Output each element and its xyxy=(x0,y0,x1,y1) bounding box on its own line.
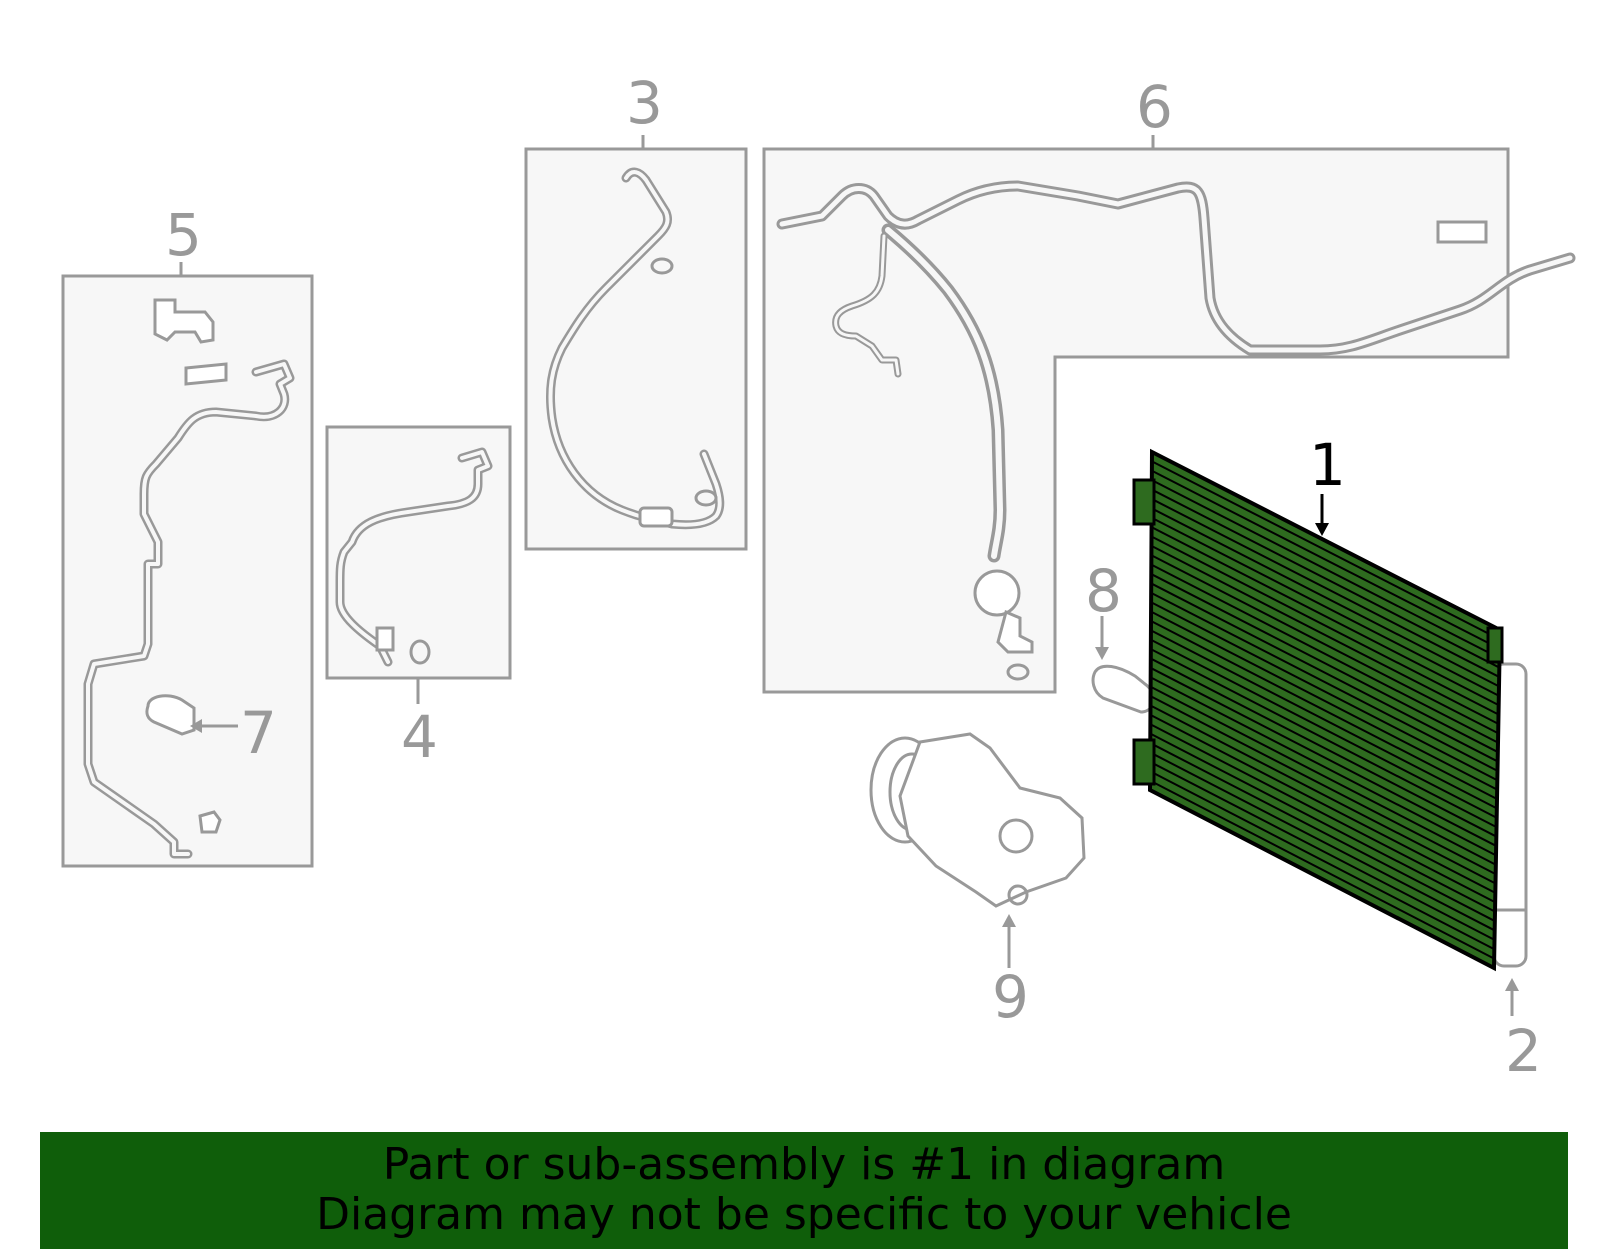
condenser-fin-line xyxy=(1151,507,1500,688)
part-1-condenser[interactable] xyxy=(1132,448,1504,972)
condenser-fin-line xyxy=(1149,760,1495,941)
callout-1: 1 xyxy=(1309,431,1346,499)
condenser-fin-line xyxy=(1151,469,1501,650)
part-9-compressor[interactable] xyxy=(869,732,1086,968)
part-4-hose-assembly[interactable] xyxy=(325,425,512,704)
condenser-fin-line xyxy=(1151,488,1500,669)
condenser-fin-line xyxy=(1151,535,1499,716)
banner-line-2: Diagram may not be specific to your vehi… xyxy=(316,1189,1292,1240)
condenser-fin-line xyxy=(1151,460,1501,641)
condenser-fin-line xyxy=(1150,591,1498,772)
callout-7-arrow xyxy=(190,719,238,733)
callout-7: 7 xyxy=(240,699,277,767)
condenser-fin-line xyxy=(1150,667,1497,847)
callout-3: 3 xyxy=(626,69,663,137)
callout-9: 9 xyxy=(992,963,1029,1031)
callout-5: 5 xyxy=(165,201,202,269)
condenser-fin-line xyxy=(1150,629,1498,810)
condenser-fin-line xyxy=(1149,742,1496,922)
part-6-hose-assembly[interactable] xyxy=(762,135,1576,694)
condenser-fin-line xyxy=(1150,676,1497,857)
callout-4: 4 xyxy=(401,703,438,771)
callout-2: 2 xyxy=(1505,1017,1542,1085)
condenser-fin-line xyxy=(1149,770,1495,951)
condenser-fin-line xyxy=(1151,479,1500,660)
condenser-fin-line xyxy=(1150,610,1498,791)
condenser-fin-line xyxy=(1150,544,1499,725)
callout-6: 6 xyxy=(1136,73,1173,141)
condenser-fin-line xyxy=(1150,648,1497,829)
condenser-fin-line xyxy=(1150,704,1496,885)
condenser-fin-line xyxy=(1151,498,1500,678)
disclaimer-banner: Part or sub-assembly is #1 in diagram Di… xyxy=(40,1132,1568,1249)
condenser-fin-line xyxy=(1150,620,1498,800)
condenser-fin-line xyxy=(1150,695,1497,875)
callout-8: 8 xyxy=(1085,557,1122,625)
condenser-fin-line xyxy=(1151,516,1500,697)
condenser-fin-line xyxy=(1150,582,1499,763)
condenser-fin-line xyxy=(1149,751,1496,932)
condenser-fin-line xyxy=(1150,638,1498,819)
banner-line-1: Part or sub-assembly is #1 in diagram xyxy=(382,1139,1226,1190)
part-8-filter[interactable] xyxy=(1091,616,1156,714)
condenser-fin-line xyxy=(1150,563,1499,744)
condenser-fin-line xyxy=(1150,657,1497,838)
condenser-fin-line xyxy=(1149,714,1496,894)
condenser-fin-line xyxy=(1150,554,1499,735)
condenser-fins xyxy=(1149,460,1501,960)
condenser-fin-line xyxy=(1150,685,1497,866)
condenser-fin-line xyxy=(1149,723,1496,904)
part-3-hose-assembly[interactable] xyxy=(524,135,748,551)
condenser-fin-line xyxy=(1150,601,1498,782)
condenser-fin-line xyxy=(1150,573,1499,753)
condenser-fin-line xyxy=(1149,732,1496,913)
part-5-hose-assembly[interactable] xyxy=(61,262,314,868)
condenser-fin-line xyxy=(1149,779,1495,960)
condenser-fin-line xyxy=(1151,526,1500,707)
